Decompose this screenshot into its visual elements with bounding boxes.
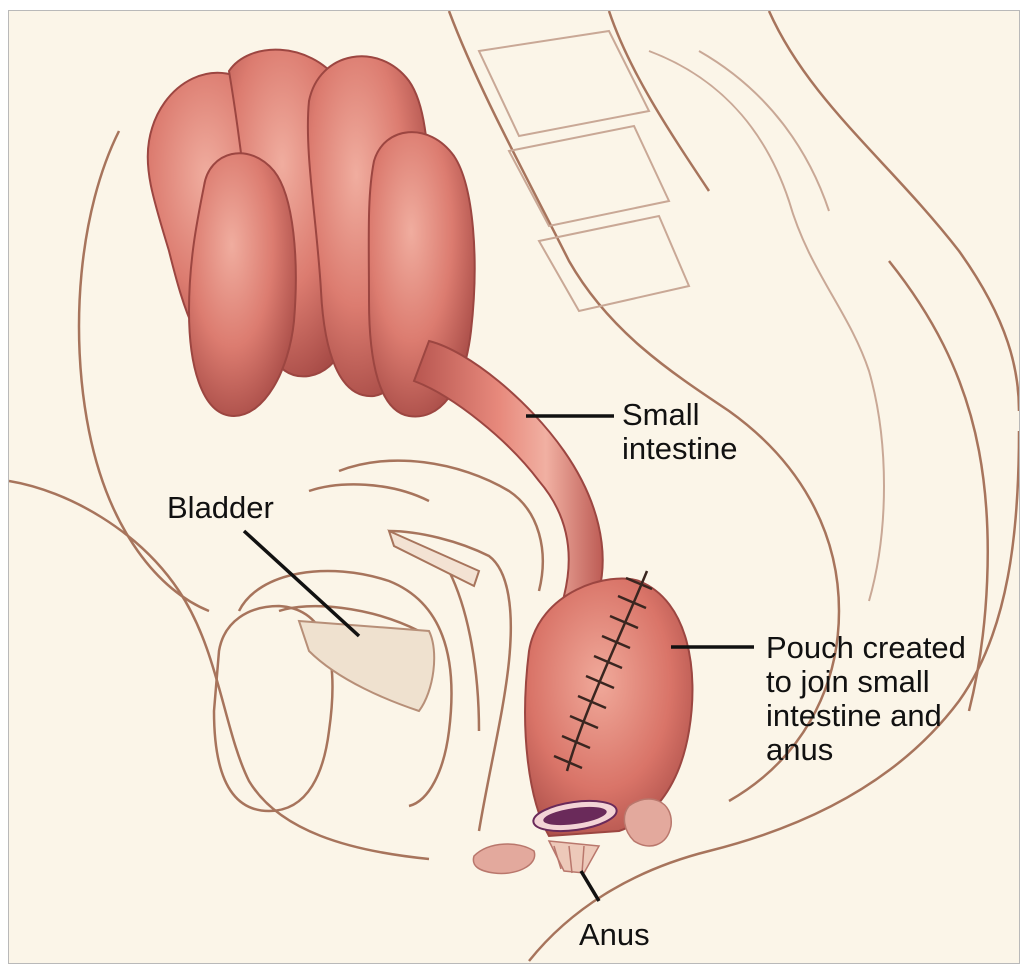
small-intestine-label: Small intestine	[622, 398, 737, 466]
anatomy-illustration	[9, 11, 1019, 963]
pouch-label-line-3: intestine and	[766, 699, 966, 733]
pouch-label: Pouch created to join small intestine an…	[766, 631, 966, 767]
diagram-frame: Small intestine Bladder Pouch created to…	[8, 10, 1020, 964]
anus-leader	[581, 871, 599, 901]
j-pouch	[525, 579, 692, 836]
pouch-label-line-1: Pouch created	[766, 631, 966, 665]
small-intestine-label-line-1: Small	[622, 398, 737, 432]
anus-label-text: Anus	[579, 918, 650, 952]
small-intestine-label-line-2: intestine	[622, 432, 737, 466]
pouch-label-line-2: to join small	[766, 665, 966, 699]
bladder-label-text: Bladder	[167, 491, 274, 525]
bladder-label: Bladder	[167, 491, 274, 525]
anus-label: Anus	[579, 918, 650, 952]
pouch-label-line-4: anus	[766, 733, 966, 767]
spine	[479, 31, 884, 601]
bladder	[299, 621, 434, 711]
